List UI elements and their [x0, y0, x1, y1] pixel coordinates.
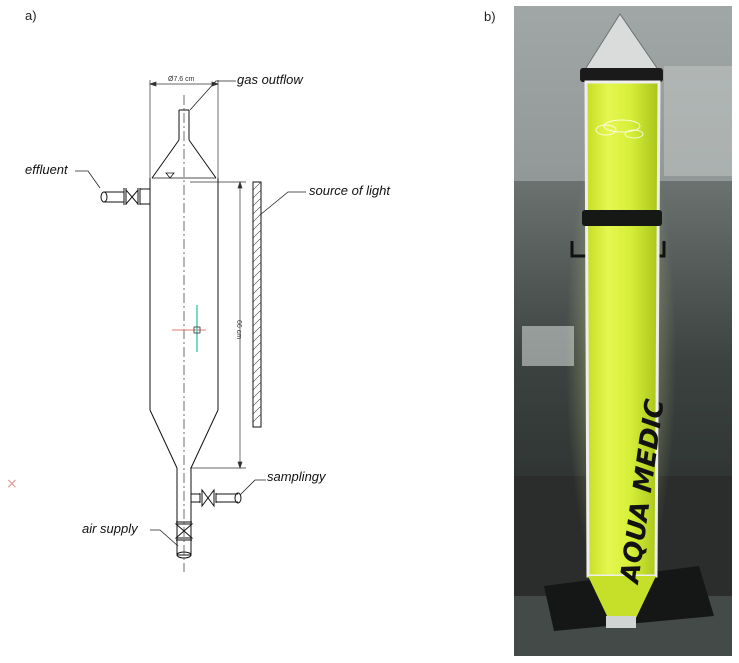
effluent-label: effluent [25, 162, 68, 177]
air-supply-label: air supply [82, 521, 138, 536]
diameter-label: Ø7.6 cm [168, 76, 195, 83]
bottom-cone [149, 409, 219, 469]
height-label: 66 cm [235, 320, 242, 339]
sampling-branch [191, 493, 200, 503]
panel-b-label: b) [484, 9, 496, 24]
liquid-level-mark [165, 172, 175, 179]
effluent-leader [75, 170, 101, 189]
gas-outflow-leader [189, 80, 236, 111]
effluent-valve-icon [125, 188, 139, 206]
sampling-leader [239, 479, 266, 496]
top-cap [580, 68, 663, 82]
clamp-ring [582, 210, 662, 226]
reactor-schematic: Ø7.6 cm 66 cm × [6, 76, 306, 572]
bottom-cone-photo [588, 576, 656, 618]
panel-a-label: a) [25, 8, 37, 23]
light-leader [259, 191, 306, 216]
tube-body [586, 82, 659, 576]
samplingy-label: samplingy [267, 469, 326, 484]
reactor-photo: AQUA MEDIC [514, 6, 732, 656]
top-cone [151, 139, 217, 179]
gas-outflow-label: gas outflow [237, 72, 303, 87]
light-panel [252, 181, 262, 428]
sampling-valve-icon [201, 488, 215, 508]
crosshair-marker [193, 326, 201, 334]
air-supply-leader [150, 529, 179, 547]
source-of-light-label: source of light [309, 183, 390, 198]
bottom-fitting [606, 616, 636, 628]
stray-mark: × [6, 476, 18, 492]
